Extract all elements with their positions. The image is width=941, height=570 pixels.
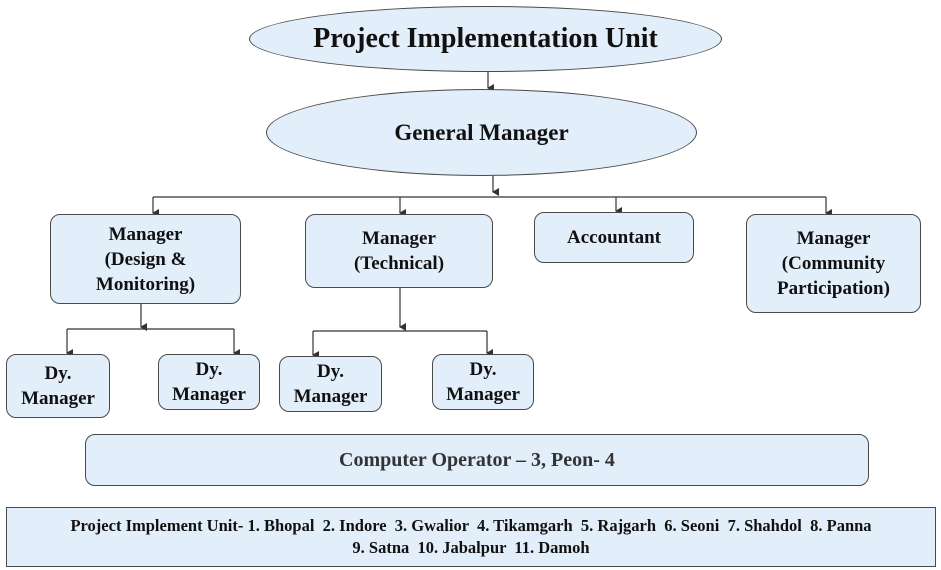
node-label: Project Implementation Unit <box>313 23 658 54</box>
footer-line-1: Project Implement Unit- 1. Bhopal 2. Ind… <box>70 516 872 535</box>
node-label: General Manager <box>394 120 569 145</box>
node-label: Manager (Design & Monitoring) <box>95 223 196 295</box>
node-accountant: Accountant <box>534 212 694 263</box>
node-support-staff: Computer Operator – 3, Peon- 4 <box>85 434 869 486</box>
node-label: Dy. Manager <box>446 359 520 405</box>
node-dy-manager-4: Dy. Manager <box>432 354 534 410</box>
node-label: Computer Operator – 3, Peon- 4 <box>339 448 615 471</box>
footer-line-2: 9. Satna 10. Jabalpur 11. Damoh <box>352 538 590 557</box>
node-dy-manager-2: Dy. Manager <box>158 354 260 410</box>
node-label: Manager (Technical) <box>353 228 445 274</box>
footer-unit-locations: Project Implement Unit- 1. Bhopal 2. Ind… <box>6 507 936 567</box>
node-manager-technical: Manager (Technical) <box>305 214 493 288</box>
node-label: Dy. Manager <box>293 361 368 407</box>
node-manager-community-participation: Manager (Community Participation) <box>746 214 921 313</box>
node-label: Dy. Manager <box>21 363 95 409</box>
node-dy-manager-3: Dy. Manager <box>279 356 382 412</box>
node-label: Accountant <box>567 227 661 248</box>
node-project-implementation-unit: Project Implementation Unit <box>249 6 722 72</box>
node-label: Dy. Manager <box>172 359 246 405</box>
node-dy-manager-1: Dy. Manager <box>6 354 110 418</box>
node-manager-design-monitoring: Manager (Design & Monitoring) <box>50 214 241 304</box>
node-label: Manager (Community Participation) <box>777 228 890 299</box>
node-general-manager: General Manager <box>266 89 697 176</box>
